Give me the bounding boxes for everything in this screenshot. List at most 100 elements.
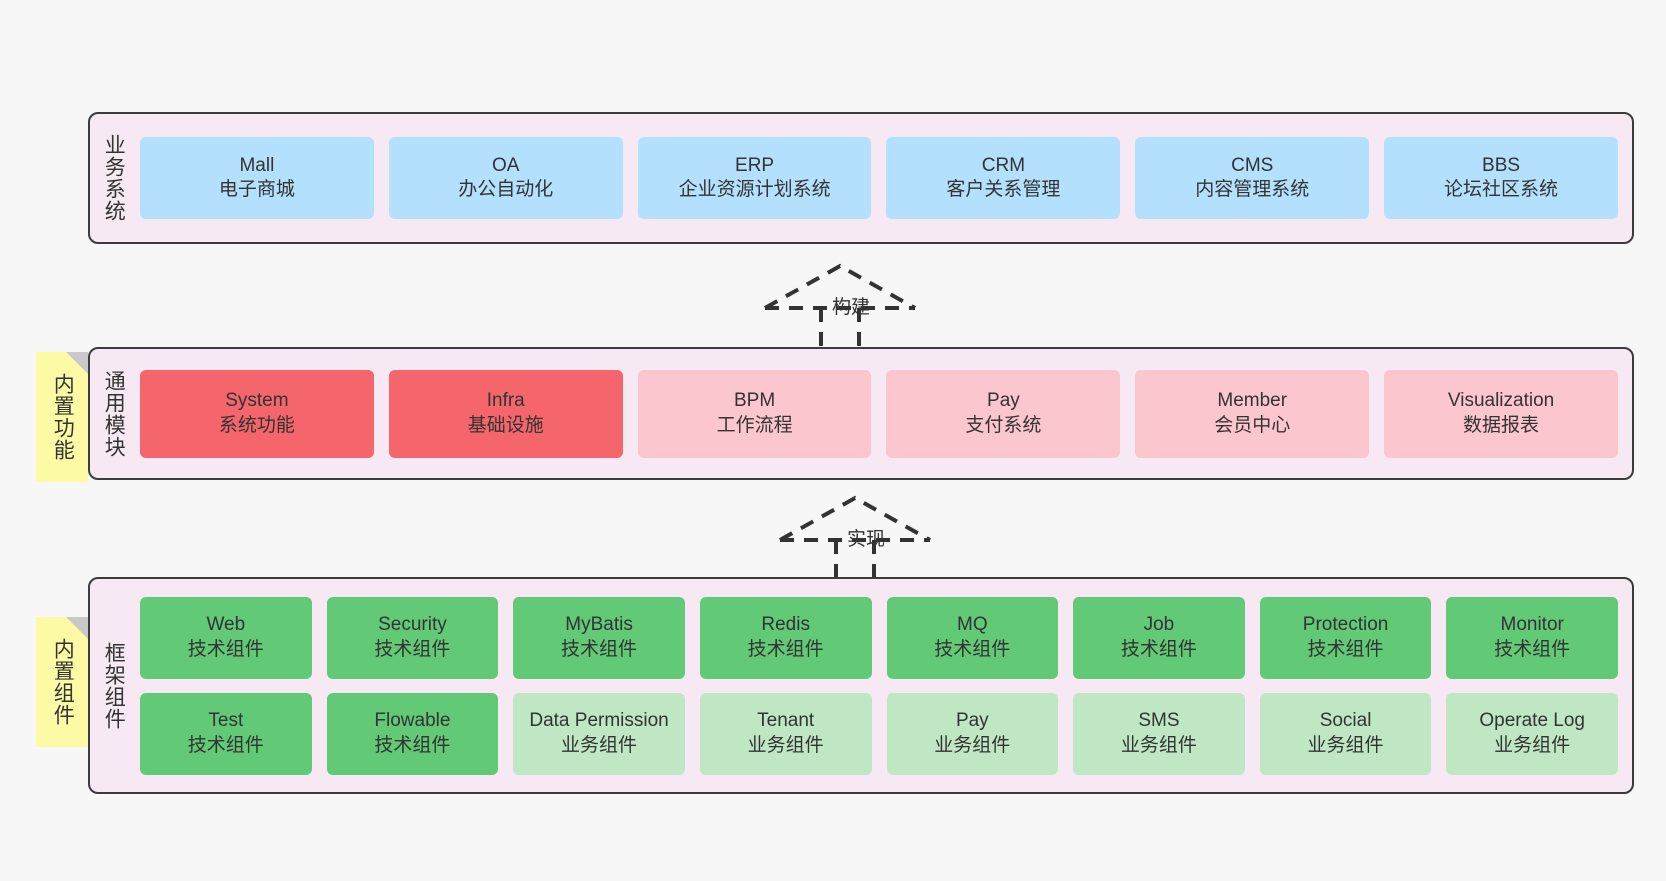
card-subtitle: 支付系统 [965, 414, 1042, 436]
folded-corner-icon [66, 617, 88, 639]
card-subtitle: 技术组件 [187, 734, 264, 756]
card-title: MQ [957, 614, 988, 636]
card-security[interactable]: Security 技术组件 [326, 596, 499, 679]
card-row: Web 技术组件 Security 技术组件 MyBatis 技术组件 Redi… [140, 596, 1618, 679]
card-title: ERP [735, 154, 775, 176]
card-row: Mall 电子商城 OA 办公自动化 ERP 企业资源计划系统 CRM 客户关系… [140, 137, 1618, 219]
note-label: 内置组件 [51, 638, 75, 726]
card-web[interactable]: Web 技术组件 [140, 596, 312, 679]
connector-build: 构建 [755, 258, 925, 354]
card-title: Data Permission [529, 710, 669, 732]
card-subtitle: 办公自动化 [458, 179, 554, 200]
card-data-permission[interactable]: Data Permission 业务组件 [513, 692, 685, 775]
connector-realize: 实现 [770, 490, 940, 586]
arrowhead-triangle-sides [764, 263, 916, 310]
card-title: Social [1319, 710, 1372, 732]
card-system[interactable]: System 系统功能 [140, 369, 374, 458]
card-subtitle: 数据报表 [1463, 414, 1540, 436]
card-title: Test [208, 710, 244, 732]
arrowhead-triangle-sides [779, 495, 931, 542]
connector-label: 构建 [832, 297, 871, 318]
card-subtitle: 技术组件 [561, 638, 638, 660]
card-title: Job [1143, 614, 1175, 636]
card-erp[interactable]: ERP 企业资源计划系统 [637, 137, 872, 219]
card-title: Protection [1302, 614, 1389, 636]
layer-body-framework-component: Web 技术组件 Security 技术组件 MyBatis 技术组件 Redi… [136, 579, 1632, 792]
card-title: SMS [1138, 710, 1180, 732]
card-title: MyBatis [565, 614, 633, 636]
card-subtitle: 电子商城 [218, 179, 295, 200]
card-row: Test 技术组件 Flowable 技术组件 Data Permission … [140, 692, 1618, 775]
card-subtitle: 论坛社区系统 [1444, 179, 1559, 200]
card-title: System [225, 390, 289, 412]
card-title: Member [1217, 390, 1288, 412]
card-subtitle: 技术组件 [934, 638, 1011, 660]
card-subtitle: 基础设施 [467, 414, 544, 436]
layer-title-common-module: 通用模块 [102, 369, 126, 458]
card-sms[interactable]: SMS 业务组件 [1073, 692, 1245, 775]
card-member[interactable]: Member 会员中心 [1135, 369, 1370, 458]
card-subtitle: 内容管理系统 [1195, 179, 1310, 200]
card-title: Security [378, 614, 447, 636]
card-title: Redis [761, 614, 810, 636]
card-subtitle: 技术组件 [374, 638, 451, 660]
card-title: Monitor [1500, 614, 1564, 636]
card-subtitle: 技术组件 [747, 638, 824, 660]
card-bbs[interactable]: BBS 论坛社区系统 [1384, 137, 1618, 219]
card-cms[interactable]: CMS 内容管理系统 [1135, 137, 1370, 219]
card-title: Mall [239, 154, 275, 176]
card-crm[interactable]: CRM 客户关系管理 [886, 137, 1121, 219]
card-social[interactable]: Social 业务组件 [1259, 692, 1432, 775]
card-subtitle: 业务组件 [1307, 734, 1384, 756]
card-oa[interactable]: OA 办公自动化 [388, 137, 623, 219]
card-job[interactable]: Job 技术组件 [1073, 596, 1245, 679]
card-title: Web [206, 614, 246, 636]
folded-corner-icon [66, 352, 88, 374]
card-flowable[interactable]: Flowable 技术组件 [326, 692, 499, 775]
card-subtitle: 业务组件 [1120, 734, 1197, 756]
card-monitor[interactable]: Monitor 技术组件 [1446, 596, 1618, 679]
layer-business-system: 业务系统 Mall 电子商城 OA 办公自动化 ERP 企业资源计划系统 CRM… [88, 112, 1634, 244]
card-row: System 系统功能 Infra 基础设施 BPM 工作流程 Pay 支付系统… [140, 369, 1618, 458]
card-subtitle: 技术组件 [1120, 638, 1197, 660]
card-mybatis[interactable]: MyBatis 技术组件 [513, 596, 685, 679]
card-title: Infra [486, 390, 525, 412]
card-pay-component[interactable]: Pay 业务组件 [886, 692, 1059, 775]
card-subtitle: 技术组件 [1494, 638, 1571, 660]
card-subtitle: 技术组件 [1307, 638, 1384, 660]
card-visualization[interactable]: Visualization 数据报表 [1384, 369, 1618, 458]
layer-title-framework-component: 框架组件 [102, 641, 126, 730]
card-redis[interactable]: Redis 技术组件 [699, 596, 872, 679]
card-title: OA [492, 154, 520, 176]
card-infra[interactable]: Infra 基础设施 [388, 369, 623, 458]
layer-common-module: 通用模块 System 系统功能 Infra 基础设施 BPM 工作流程 Pay… [88, 347, 1634, 480]
card-tenant[interactable]: Tenant 业务组件 [699, 692, 872, 775]
card-title: BPM [733, 390, 776, 412]
card-operate-log[interactable]: Operate Log 业务组件 [1446, 692, 1618, 775]
card-title: BBS [1482, 154, 1521, 176]
card-test[interactable]: Test 技术组件 [140, 692, 312, 775]
card-subtitle: 工作流程 [716, 414, 793, 436]
card-pay[interactable]: Pay 支付系统 [886, 369, 1121, 458]
card-subtitle: 客户关系管理 [946, 179, 1061, 200]
card-title: Pay [955, 710, 989, 732]
card-subtitle: 会员中心 [1214, 414, 1291, 436]
note-builtin-features: 内置功能 [36, 352, 88, 482]
card-mq[interactable]: MQ 技术组件 [886, 596, 1059, 679]
layer-body-common-module: System 系统功能 Infra 基础设施 BPM 工作流程 Pay 支付系统… [136, 349, 1632, 478]
card-protection[interactable]: Protection 技术组件 [1259, 596, 1432, 679]
card-title: Tenant [757, 710, 815, 732]
card-title: CMS [1231, 154, 1274, 176]
card-mall[interactable]: Mall 电子商城 [140, 137, 374, 219]
card-subtitle: 系统功能 [218, 414, 295, 436]
card-subtitle: 技术组件 [374, 734, 451, 756]
note-label: 内置功能 [51, 373, 75, 461]
note-builtin-components: 内置组件 [36, 617, 88, 747]
card-bpm[interactable]: BPM 工作流程 [637, 369, 872, 458]
card-subtitle: 技术组件 [187, 638, 264, 660]
layer-title-business-system: 业务系统 [102, 134, 126, 222]
card-subtitle: 业务组件 [747, 734, 824, 756]
card-title: Operate Log [1479, 710, 1585, 732]
connector-label: 实现 [847, 529, 886, 550]
